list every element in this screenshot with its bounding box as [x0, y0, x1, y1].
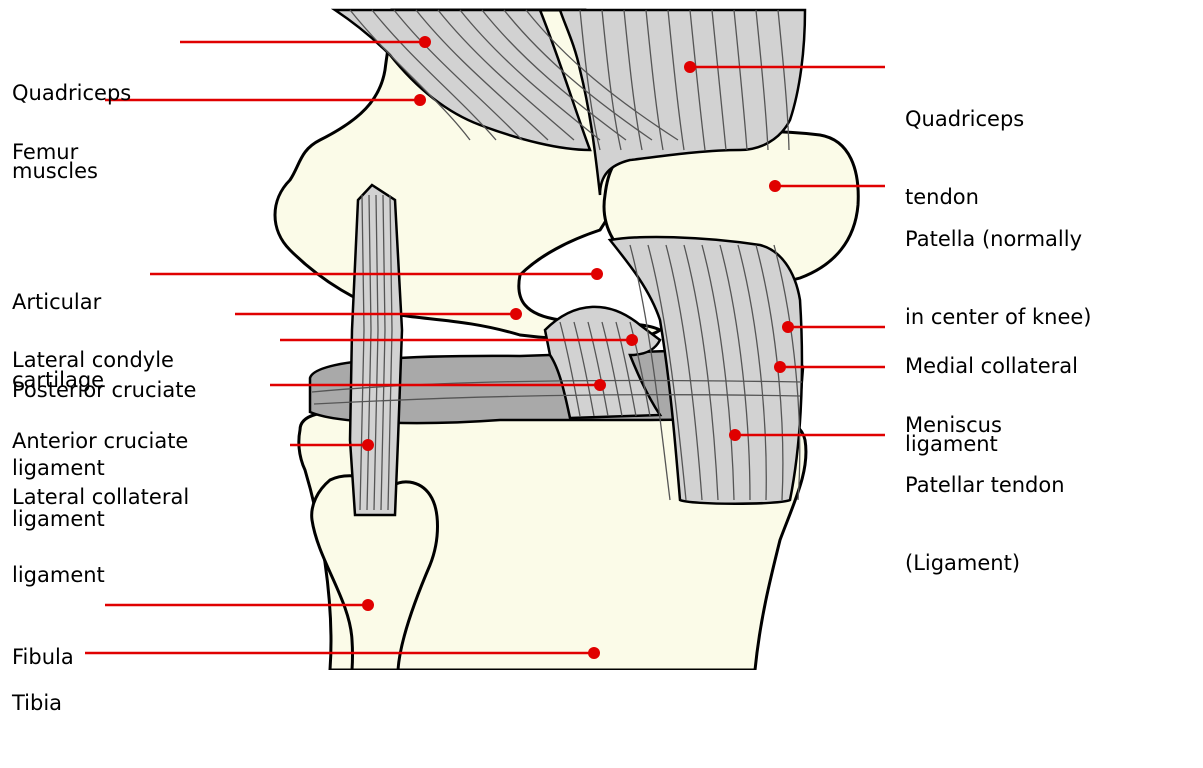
leader-patellar-tendon-dot [729, 429, 741, 441]
leader-medial-collateral-dot [782, 321, 794, 333]
leader-articular-cartilage-dot [591, 268, 603, 280]
leader-meniscus-dot [774, 361, 786, 373]
leader-posterior-cruciate-dot [626, 334, 638, 346]
label-femur: Femur [12, 87, 78, 217]
leader-anterior-cruciate-dot [594, 379, 606, 391]
leader-fibula-dot [362, 599, 374, 611]
leader-quadriceps-muscles-dot [419, 36, 431, 48]
leader-patella-dot [769, 180, 781, 192]
leader-tibia-dot [588, 647, 600, 659]
label-patellar-tendon: Patellar tendon (Ligament) [905, 420, 1065, 628]
leader-lateral-collateral-dot [362, 439, 374, 451]
knee-anatomy-diagram: Quadriceps muscles Femur Articular carti… [0, 0, 1203, 670]
leader-femur-dot [414, 94, 426, 106]
leader-lateral-condyle-dot [510, 308, 522, 320]
leader-quadriceps-tendon-dot [684, 61, 696, 73]
label-tibia: Tibia [12, 638, 62, 768]
